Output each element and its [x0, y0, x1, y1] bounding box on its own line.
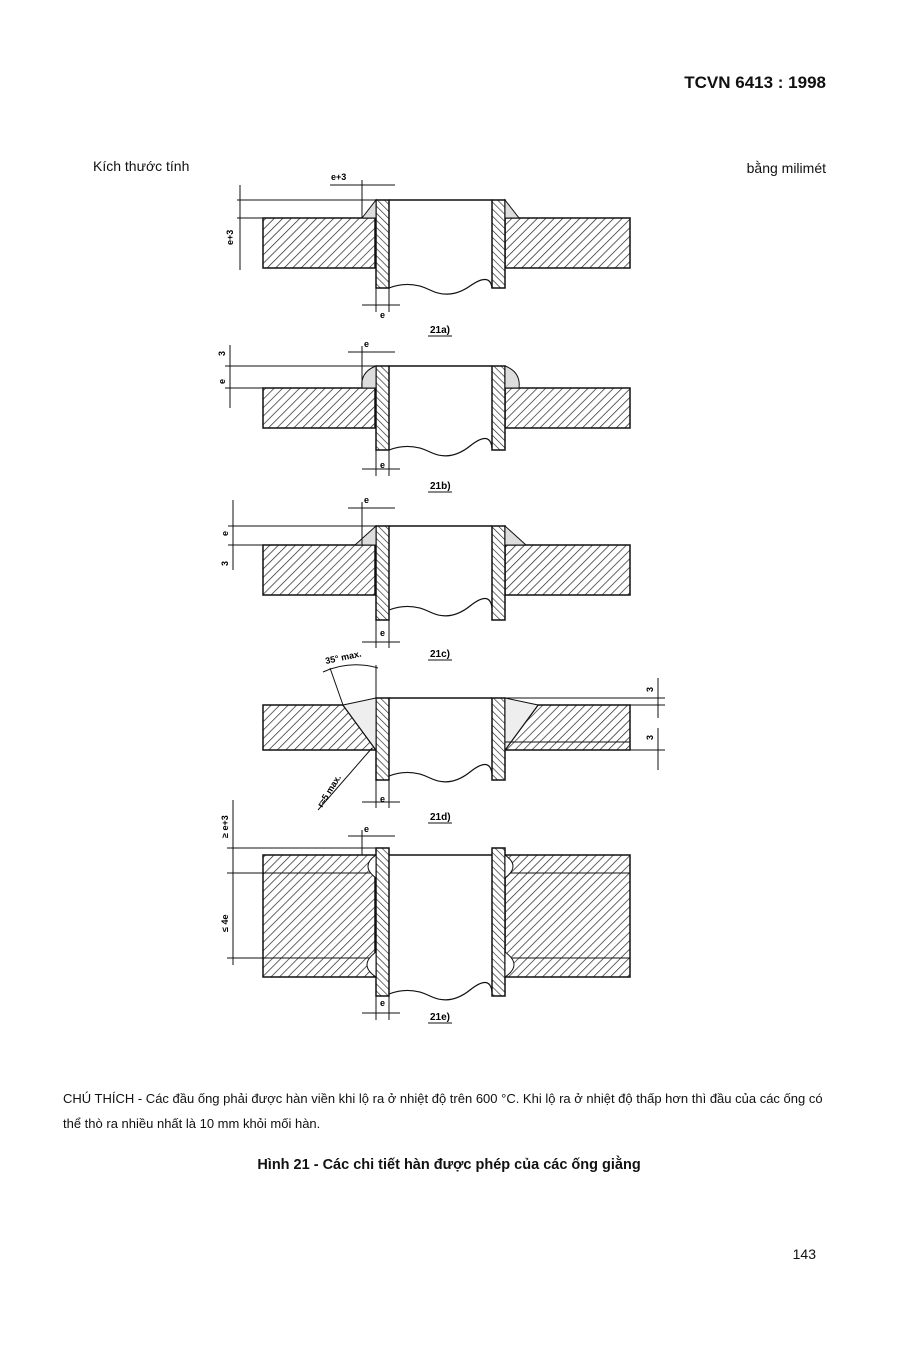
dim-3-top: 3 — [645, 687, 655, 692]
subfigure-21c: e 3 e e 21c) — [220, 495, 631, 661]
subfigure-label: 21a) — [430, 325, 450, 336]
dim-e-horizontal: e — [364, 824, 369, 834]
subfigure-21e: ≥ e+3 ≤ 4e e e 21e) — [220, 800, 631, 1024]
dim-e: e — [380, 794, 385, 804]
units-label-right: bằng milimét — [746, 160, 826, 176]
dim-3-bottom: 3 — [645, 735, 655, 740]
plate-left — [262, 854, 376, 978]
plate-left — [262, 217, 376, 269]
weld-left-bottom — [366, 951, 377, 978]
plate-left — [262, 544, 376, 596]
dim-e-horizontal: e — [364, 495, 369, 505]
weld-left — [342, 697, 377, 752]
weld-details-figure: e+3 e+3 e 21a) 3 e e e 21b) — [217, 172, 665, 1024]
tube-wall-left — [375, 697, 390, 781]
subfigure-label: 21e) — [430, 1012, 450, 1023]
dim-3: 3 — [220, 561, 230, 566]
tube-wall-right — [491, 697, 506, 781]
dim-e-vertical: e — [217, 379, 227, 384]
subfigure-label: 21d) — [430, 812, 451, 823]
dim-e-plus-3-vertical: e+3 — [225, 230, 235, 245]
tube-wall-right — [491, 525, 506, 621]
weld-left — [353, 524, 377, 546]
dim-e-horizontal: e — [364, 339, 369, 349]
weld-right — [504, 697, 539, 752]
weld-right — [504, 365, 520, 389]
plate-right — [504, 387, 631, 429]
units-label-left: Kích thước tính — [93, 158, 190, 174]
dim-e: e — [380, 460, 385, 470]
note-text: CHÚ THÍCH - Các đầu ống phải được hàn vi… — [63, 1091, 823, 1131]
page-number: 143 — [792, 1246, 816, 1262]
tube-wall-right — [491, 199, 506, 289]
weld-right — [504, 524, 528, 546]
tube-wall-right — [491, 847, 506, 997]
subfigure-21d: 35° max. r≈5 max. 3 3 e 21d) — [262, 649, 665, 824]
plate-right — [504, 854, 631, 978]
tube-wall-right — [491, 365, 506, 451]
weld-left-top — [367, 854, 377, 880]
dim-e-vertical: e — [220, 531, 230, 536]
dim-le-4e: ≤ 4e — [220, 915, 230, 932]
tube-wall-left — [375, 847, 390, 997]
dim-3: 3 — [217, 351, 227, 356]
dim-e: e — [380, 310, 385, 320]
plate-right — [504, 544, 631, 596]
dim-ge-e-plus-3: ≥ e+3 — [220, 815, 230, 838]
subfigure-label: 21b) — [430, 481, 451, 492]
dim-e-plus-3-horizontal: e+3 — [331, 172, 346, 182]
plate-left — [262, 387, 376, 429]
subfigure-label: 21c) — [430, 649, 450, 660]
dim-radius: r≈5 max. — [315, 773, 343, 809]
plate-right — [504, 217, 631, 269]
weld-left — [361, 365, 377, 389]
weld-right — [504, 198, 521, 219]
dim-e: e — [380, 628, 385, 638]
dim-angle: 35° max. — [324, 649, 362, 666]
subfigure-21a: e+3 e+3 e 21a) — [225, 172, 631, 337]
weld-left — [360, 198, 377, 219]
subfigure-21b: 3 e e e 21b) — [217, 339, 631, 493]
weld-right-top — [504, 854, 514, 880]
tube-wall-left — [375, 199, 390, 289]
tube-wall-left — [375, 365, 390, 451]
tube-wall-left — [375, 525, 390, 621]
standard-number: TCVN 6413 : 1998 — [684, 73, 826, 92]
weld-right-bottom — [504, 951, 515, 978]
dim-e: e — [380, 998, 385, 1008]
figure-caption: Hình 21 - Các chi tiết hàn được phép của… — [257, 1157, 641, 1173]
